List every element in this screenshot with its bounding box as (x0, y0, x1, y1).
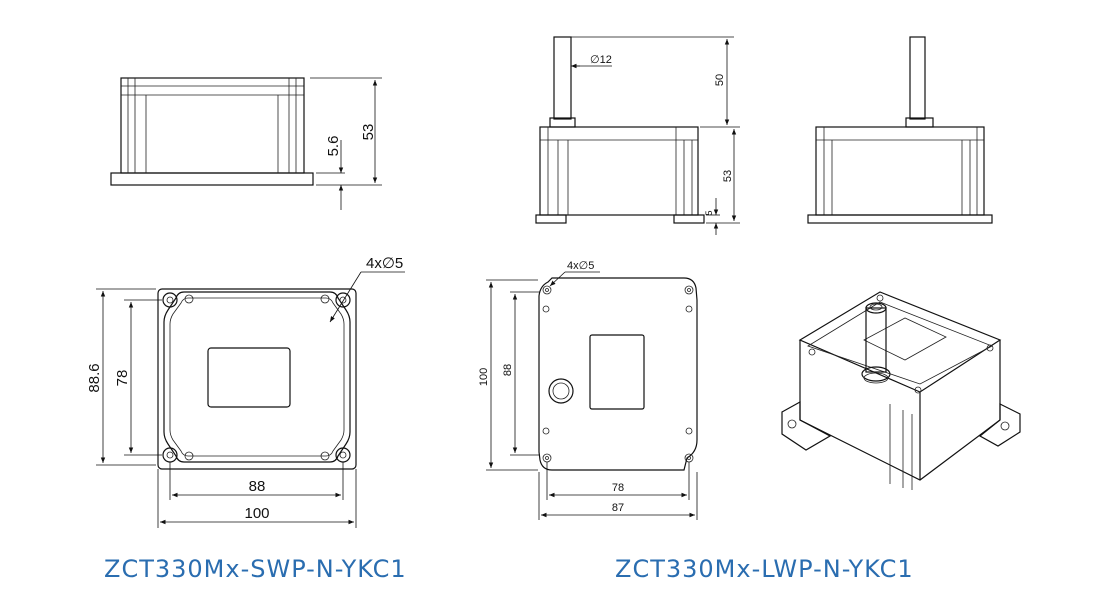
left-model-caption: ZCT330Mx-SWP-N-YKC1 (104, 555, 407, 583)
left-outer-height-dim: 88.6 (86, 363, 103, 392)
right-outer-height-dim: 100 (478, 368, 490, 386)
right-side-height-dim: 53 (722, 170, 734, 182)
left-top-view (96, 271, 405, 528)
right-holes-dim: 4x∅5 (567, 260, 594, 272)
right-top-view (486, 271, 698, 520)
right-shaft-dia-dim: ∅12 (590, 54, 612, 66)
left-side-base-dim: 5.6 (325, 136, 342, 157)
right-side-base-dim: 5 (704, 210, 714, 215)
right-model-caption: ZCT330Mx-LWP-N-YKC1 (615, 555, 914, 583)
left-inner-width-dim: 88 (249, 478, 266, 495)
left-side-view (110, 77, 382, 210)
left-side-height-dim: 53 (360, 124, 377, 141)
left-inner-height-dim: 78 (114, 370, 131, 387)
right-outer-width-dim: 87 (612, 502, 624, 514)
right-shaft-height-dim: 50 (714, 74, 726, 86)
right-isometric-view (781, 291, 1021, 490)
right-inner-width-dim: 78 (612, 482, 624, 494)
right-front-view (535, 36, 740, 235)
left-holes-dim: 4x∅5 (366, 255, 403, 272)
right-second-side-view (807, 36, 993, 224)
left-outer-width-dim: 100 (244, 505, 269, 522)
right-inner-height-dim: 88 (502, 364, 514, 376)
